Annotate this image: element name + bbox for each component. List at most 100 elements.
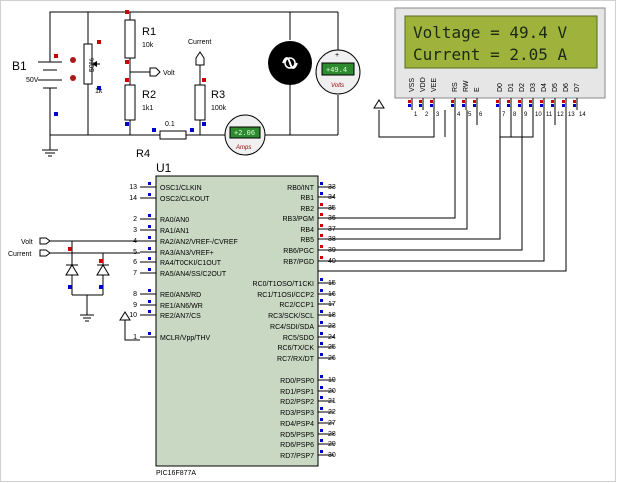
mcu-pin-state bbox=[320, 386, 323, 389]
mcu-pin-state bbox=[320, 418, 323, 421]
mcu-pin-state bbox=[148, 214, 151, 217]
mcu-pin-number: 7 bbox=[133, 270, 137, 277]
mcu-pin-number: 25 bbox=[328, 344, 336, 351]
lcd-pin-number: 4 bbox=[457, 112, 461, 118]
mcu-pin-name: RB6/PGC bbox=[283, 248, 314, 255]
mcu-pin-number: 21 bbox=[328, 398, 336, 405]
lcd-pin-state bbox=[451, 100, 454, 103]
lcd-pin-state bbox=[430, 100, 433, 103]
mcu-pin-name: RC1/T1OSI/CCP2 bbox=[257, 292, 314, 299]
mcu-pin-number: 23 bbox=[328, 323, 336, 330]
lcd-pin-state bbox=[551, 104, 554, 107]
lcd-pin-number: 5 bbox=[468, 112, 472, 118]
mcu-pin-state bbox=[320, 310, 323, 313]
lcd-pin-number: 1 bbox=[414, 112, 418, 118]
mcu-pin-number: 33 bbox=[328, 184, 336, 191]
mcu-pin-name: RD4/PSP4 bbox=[280, 421, 314, 428]
mcu-pin-state bbox=[320, 203, 323, 206]
mcu-pin-number: 3 bbox=[133, 227, 137, 234]
ammeter-reading: +2.06 bbox=[234, 129, 255, 137]
lcd-pin-label: RW bbox=[463, 80, 470, 92]
r1-value: 10k bbox=[142, 42, 154, 49]
mcu-pin-state bbox=[320, 234, 323, 237]
lcd-pin-state bbox=[518, 100, 521, 103]
mcu-pin-number: 29 bbox=[328, 441, 336, 448]
r3-ref: R3 bbox=[211, 89, 225, 101]
mcu-pin-number: 19 bbox=[328, 377, 336, 384]
rb-to-lcd-wires bbox=[318, 110, 567, 272]
r4-value: 0.1 bbox=[165, 121, 175, 128]
mcu-pin-name: RB3/PGM bbox=[282, 216, 314, 223]
battery-value: 50V bbox=[26, 77, 39, 84]
mcu-pin-number: 30 bbox=[328, 452, 336, 459]
lcd-pin-number: 14 bbox=[579, 112, 586, 118]
voltmeter-plus: + bbox=[335, 52, 339, 59]
mcu-pin-name: RA1/AN1 bbox=[160, 228, 189, 235]
lcd-pin-number: 11 bbox=[546, 112, 553, 118]
lcd-pin-state bbox=[529, 100, 532, 103]
mcu-pin-state bbox=[148, 257, 151, 260]
lcd-pin-number: 13 bbox=[568, 112, 575, 118]
current-terminal-label: Current bbox=[188, 39, 211, 46]
mcu-pin-name: OSC1/CLKIN bbox=[160, 185, 202, 192]
pot-down-button[interactable] bbox=[70, 75, 76, 81]
pot-value: 1k bbox=[95, 88, 103, 95]
current-terminal: Current bbox=[188, 39, 211, 66]
mcu-pin-number: 22 bbox=[328, 409, 336, 416]
lcd-pin-state bbox=[462, 100, 465, 103]
pin-markers-frontend bbox=[54, 10, 206, 132]
lcd-pin-label: E bbox=[474, 87, 481, 92]
mcu-pin-name: RE0/AN5/RD bbox=[160, 292, 201, 299]
lcd-pin-state bbox=[451, 104, 454, 107]
pot-percent: 50% bbox=[89, 58, 96, 72]
mcu-pin-state bbox=[148, 182, 151, 185]
mcu-pin-number: 15 bbox=[328, 280, 336, 287]
lcd-pin-label: VEE bbox=[431, 78, 438, 92]
lcd-pin-state bbox=[496, 104, 499, 107]
mcu-pin-state bbox=[320, 450, 323, 453]
mcu-pin-name: RA0/AN0 bbox=[160, 217, 189, 224]
mcu-pin-number: 18 bbox=[328, 312, 336, 319]
resistor-r3: R3 100k bbox=[194, 84, 227, 121]
lcd-pin-row: VSS1VDD2VEE3RS4RW5E6D07D18D29D310D411D51… bbox=[408, 77, 586, 118]
pot-up-button[interactable] bbox=[70, 57, 76, 63]
mcu-pin-name: RC3/SCK/SCL bbox=[268, 313, 314, 320]
mcu-pin-number: 26 bbox=[328, 355, 336, 362]
lcd-pin-state bbox=[473, 104, 476, 107]
ammeter-unit: Amps bbox=[235, 145, 251, 151]
mcu-pin-state bbox=[320, 407, 323, 410]
lcd-pin-label: D7 bbox=[574, 83, 581, 92]
volt-terminal-label: Volt bbox=[163, 70, 175, 77]
mcu-pin-state bbox=[148, 193, 151, 196]
lcd-pin-label: RS bbox=[452, 82, 459, 92]
mcu-pin-state bbox=[148, 289, 151, 292]
lcd-pin-number: 3 bbox=[436, 112, 440, 118]
resistor-r4: 0.1 R4 bbox=[136, 121, 187, 160]
voltmeter-reading: +49.4 bbox=[326, 66, 347, 74]
mcu-pin-name: RA5/AN4/SS/C2OUT bbox=[160, 271, 227, 278]
lcd-pin-state bbox=[507, 100, 510, 103]
potentiometer[interactable]: 50% 1k bbox=[70, 43, 103, 95]
mcu-current-label: Current bbox=[8, 251, 31, 258]
lcd-pin-state bbox=[430, 104, 433, 107]
mcu-pin-name: RD5/PSP5 bbox=[280, 432, 314, 439]
lcd-pin-state bbox=[507, 104, 510, 107]
volt-terminal: Volt bbox=[149, 67, 175, 77]
mcu-pin-number: 8 bbox=[133, 291, 137, 298]
ground-symbol-battery bbox=[42, 149, 58, 157]
lcd-pin-number: 12 bbox=[557, 112, 564, 118]
mcu-pin-name: RA3/AN3/VREF+ bbox=[160, 250, 214, 257]
mcu-pin-name: RD6/PSP6 bbox=[280, 442, 314, 449]
voltmeter: +49.4 Volts + bbox=[315, 49, 361, 95]
mcu-pin-name: RB7/PGD bbox=[283, 259, 314, 266]
ammeter: +2.06 Amps bbox=[224, 114, 266, 156]
lcd-pin-state bbox=[540, 100, 543, 103]
mcu-pin-name: RA4/T0CKI/C1OUT bbox=[160, 260, 222, 267]
lcd-pin-label: D6 bbox=[563, 83, 570, 92]
mcu-pin-name: RC2/CCP1 bbox=[279, 302, 314, 309]
mcu-pin-number: 10 bbox=[129, 312, 137, 319]
lcd-pin-state bbox=[573, 104, 576, 107]
mcu-pin-state bbox=[148, 236, 151, 239]
